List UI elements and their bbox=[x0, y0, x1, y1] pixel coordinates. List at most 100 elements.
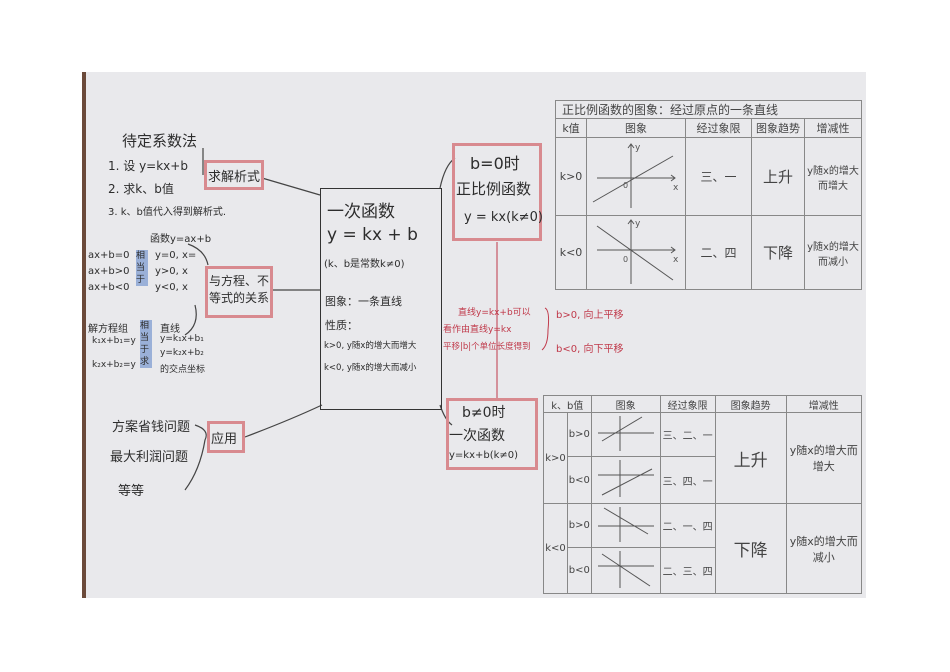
table-header: k值 bbox=[555, 118, 587, 138]
quadrant-cell: 二、四 bbox=[685, 215, 752, 290]
table-header: 图象趋势 bbox=[751, 118, 805, 138]
trend-cell: 上升 bbox=[714, 412, 787, 504]
shift-down: b<0, 向下平移 bbox=[556, 344, 624, 355]
cond: y<0, x bbox=[155, 282, 188, 293]
line-text: 的交点坐标 bbox=[160, 365, 206, 375]
b-cell: b<0 bbox=[567, 547, 592, 594]
trend-cell: 下降 bbox=[714, 503, 787, 594]
table-header: 图象 bbox=[586, 118, 686, 138]
graph-cell bbox=[590, 456, 661, 504]
equiv-label: 相当于求 bbox=[140, 320, 152, 368]
table-header: k、b值 bbox=[543, 395, 592, 413]
k-cell: k>0 bbox=[555, 137, 587, 216]
step: 1. 设 y=kx+b bbox=[108, 159, 188, 173]
shift-text: 平移|b|个单位长度得到 bbox=[443, 342, 531, 352]
center-node: 一次函数 y = kx + b (k、b是常数k≠0) 图象：一条直线 性质： … bbox=[320, 188, 442, 410]
graph-falling: y x 0 bbox=[596, 219, 679, 284]
graph-k-neg-b-neg bbox=[597, 551, 654, 588]
table-row: k>0 b>0 三、二、一 上升 y随x的增大而增大 bbox=[543, 412, 863, 504]
node-application: 应用 bbox=[211, 432, 238, 447]
graph-cell bbox=[590, 412, 661, 457]
prop-formula: y = kx(k≠0) bbox=[464, 210, 543, 225]
quadrant-cell: 二、三、四 bbox=[659, 547, 716, 594]
graph-cell bbox=[590, 503, 661, 548]
linear-formula: y=kx+b(k≠0) bbox=[449, 450, 519, 461]
func-label: 函数y=ax+b bbox=[150, 234, 212, 245]
origin-label: 0 bbox=[623, 255, 628, 264]
table-header: 增减性 bbox=[804, 118, 862, 138]
cond: y=0, x= bbox=[155, 250, 197, 261]
table-header: 图象 bbox=[590, 395, 661, 413]
table-row: b<0 三、四、一 bbox=[544, 456, 862, 504]
monotonic-cell: y随x的增大而增大 bbox=[785, 412, 863, 504]
graph-cell: y x 0 bbox=[586, 137, 686, 216]
line-text: 直线 bbox=[160, 324, 180, 335]
axis-x-label: x bbox=[673, 255, 679, 265]
trend-cell: 上升 bbox=[751, 137, 805, 216]
table-header: 经过象限 bbox=[659, 395, 716, 413]
b-cell: b<0 bbox=[567, 456, 592, 504]
linear-title: 一次函数 bbox=[449, 428, 505, 444]
monotonic-cell: y随x的增大而减小 bbox=[785, 503, 863, 594]
table-row: b<0 二、三、四 bbox=[544, 547, 862, 594]
graph-cell bbox=[590, 547, 661, 594]
equiv-label: 相当于 bbox=[136, 250, 148, 286]
k-cell: k>0 bbox=[543, 412, 568, 504]
origin-label: 0 bbox=[623, 181, 628, 190]
quadrant-cell: 三、四、一 bbox=[659, 456, 716, 504]
axis-x-label: x bbox=[673, 183, 679, 193]
table-header: 经过象限 bbox=[685, 118, 752, 138]
quadrant-cell: 三、二、一 bbox=[659, 412, 716, 457]
proportional-table: 正比例函数的图象：经过原点的一条直线 k值 图象 经过象限 图象趋势 增减性 k… bbox=[555, 100, 862, 290]
axis-y-label: y bbox=[635, 219, 641, 229]
graph-k-pos-b-neg bbox=[597, 460, 654, 497]
shift-text: 直线y=kx+b可以 bbox=[458, 308, 531, 318]
app-item: 方案省钱问题 bbox=[112, 420, 191, 435]
k-cell: k<0 bbox=[555, 215, 587, 290]
center-title: 一次函数 bbox=[327, 202, 395, 222]
center-prop: k<0, y随x的增大而减小 bbox=[324, 363, 417, 373]
table-header: 图象趋势 bbox=[714, 395, 787, 413]
axis-y-label: y bbox=[635, 143, 641, 153]
table-title: 正比例函数的图象：经过原点的一条直线 bbox=[555, 100, 862, 119]
table-row: k<0 b>0 二、一、四 下降 y随x的增大而减小 bbox=[543, 503, 863, 594]
center-graph: 图象：一条直线 bbox=[325, 295, 402, 308]
app-item: 最大利润问题 bbox=[110, 450, 189, 465]
prop-cond: b=0时 bbox=[470, 154, 520, 173]
cond: y>0, x bbox=[155, 266, 188, 277]
monotonic-cell: y随x的增大而减小 bbox=[804, 215, 862, 290]
b-cell: b>0 bbox=[567, 503, 592, 548]
eq: ax+b>0 bbox=[88, 266, 130, 277]
graph-k-pos-b-pos bbox=[597, 416, 654, 451]
graph-k-neg-b-pos bbox=[597, 507, 654, 542]
table-header: 增减性 bbox=[785, 395, 863, 413]
center-formula: y = kx + b bbox=[327, 225, 418, 245]
step: 3. k、b值代入得到解析式. bbox=[108, 207, 227, 218]
quadrant-cell: 三、一 bbox=[685, 137, 752, 216]
line-text: y=k₁x+b₁ bbox=[160, 334, 204, 344]
b-cell: b>0 bbox=[567, 412, 592, 457]
node-analytic: 求解析式 bbox=[208, 170, 261, 185]
step: 2. 求k、b值 bbox=[108, 182, 174, 196]
sys-eq: k₁x+b₁=y bbox=[92, 336, 136, 346]
trend-cell: 下降 bbox=[751, 215, 805, 290]
linear-cond: b≠0时 bbox=[462, 405, 506, 421]
sys-eq: k₂x+b₂=y bbox=[92, 360, 136, 370]
prop-title: 正比例函数 bbox=[456, 180, 532, 198]
table-row: k<0 y x 0 二、四 下降 y随x的增大而减小 bbox=[555, 215, 862, 290]
monotonic-cell: y随x的增大而增大 bbox=[804, 137, 862, 216]
line-text: y=k₂x+b₂ bbox=[160, 348, 204, 358]
method-title: 待定系数法 bbox=[122, 132, 198, 150]
eq: ax+b<0 bbox=[88, 282, 130, 293]
linear-table: k、b值 图象 经过象限 图象趋势 增减性 k>0 b>0 三、二、一 上升 y… bbox=[543, 395, 863, 594]
app-item: 等等 bbox=[118, 484, 145, 499]
graph-cell: y x 0 bbox=[586, 215, 686, 290]
eq: ax+b=0 bbox=[88, 250, 130, 261]
table-row: k>0 y x 0 三、一 上升 y随x的增大而增大 bbox=[555, 137, 862, 216]
center-prop: k>0, y随x的增大而增大 bbox=[324, 341, 417, 351]
center-prop-label: 性质： bbox=[325, 319, 358, 332]
shift-text: 看作由直线y=kx bbox=[443, 325, 512, 335]
shift-up: b>0, 向上平移 bbox=[556, 310, 624, 321]
k-cell: k<0 bbox=[543, 503, 568, 594]
